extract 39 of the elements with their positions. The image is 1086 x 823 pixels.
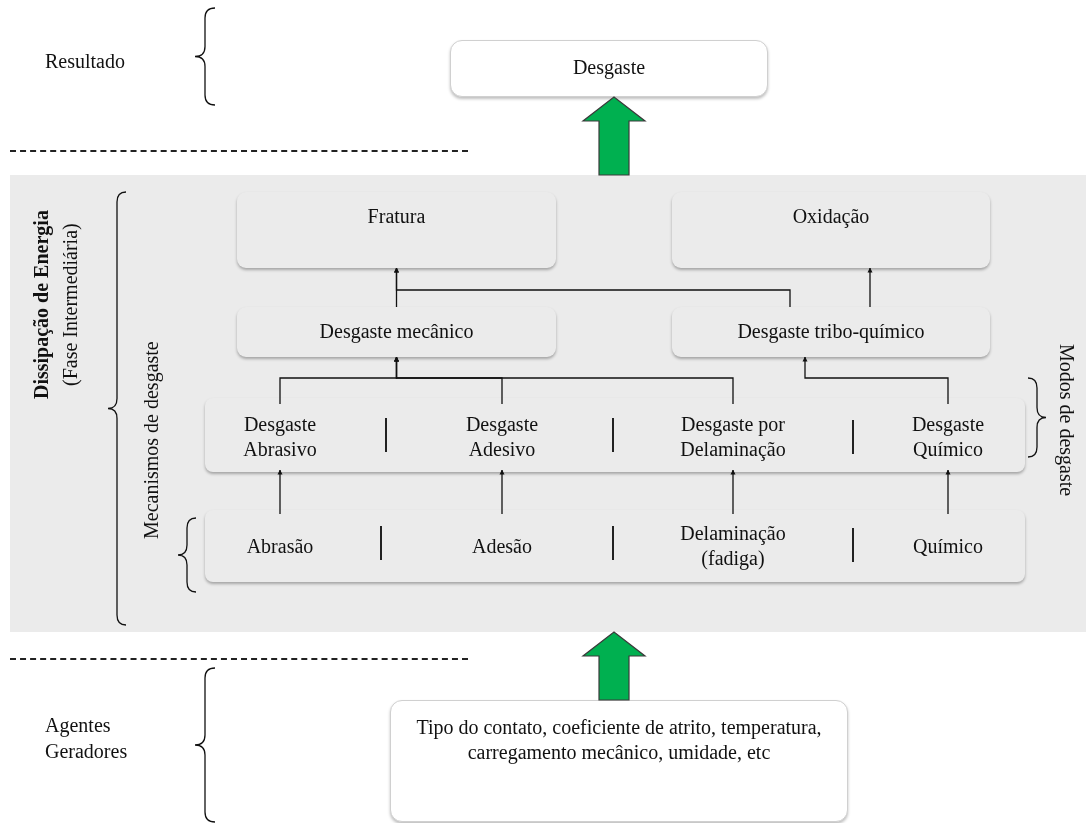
node-text: Desgaste tribo-químico (736, 319, 926, 344)
arrow (802, 356, 949, 405)
node-text: Fratura (366, 204, 427, 229)
node-text: Desgaste por Delaminação (679, 412, 787, 462)
node-text: Desgaste (571, 55, 647, 80)
process-box (672, 192, 990, 268)
phase-band (10, 175, 1086, 632)
arrow (499, 469, 505, 515)
process-box (237, 307, 556, 357)
node-text: Adesão (471, 533, 533, 559)
row-box (205, 398, 1025, 472)
block-arrow (581, 96, 647, 176)
process-box (672, 307, 990, 357)
side-label: Modos de desgaste (1054, 342, 1079, 499)
phase-title: Dissipação de Energia (30, 209, 53, 402)
process-box (237, 192, 556, 268)
arrow (277, 469, 283, 515)
arrow (394, 267, 791, 308)
node-text: Tipo do contato, coeficiente de atrito, temperatura, carregamento mecânico, umidade, etc (415, 715, 823, 765)
row-box (205, 510, 1025, 582)
side-label: Mecanismos de desgaste (139, 340, 164, 541)
side-label: Agentes Geradores (45, 713, 129, 764)
phase-subtitle: (Fase Intermediária) (59, 222, 82, 389)
node-text: Oxidação (791, 204, 871, 229)
rounded-box (450, 40, 768, 97)
arrow (730, 469, 736, 515)
node-text: Abrasão (245, 533, 315, 559)
node-text: Desgaste Abrasivo (242, 412, 318, 462)
arrow (394, 356, 734, 405)
arrow (945, 469, 951, 515)
node-text: Químico (912, 533, 984, 559)
rounded-box (390, 700, 848, 822)
node-text: Desgaste Adesivo (464, 412, 540, 462)
node-text: Desgaste mecânico (318, 319, 475, 344)
arrow (867, 267, 873, 308)
block-arrow (581, 631, 647, 701)
node-text: Desgaste Químico (910, 412, 986, 462)
node-text: Delaminação (fadiga) (679, 521, 787, 571)
side-label: Resultado (45, 49, 125, 74)
